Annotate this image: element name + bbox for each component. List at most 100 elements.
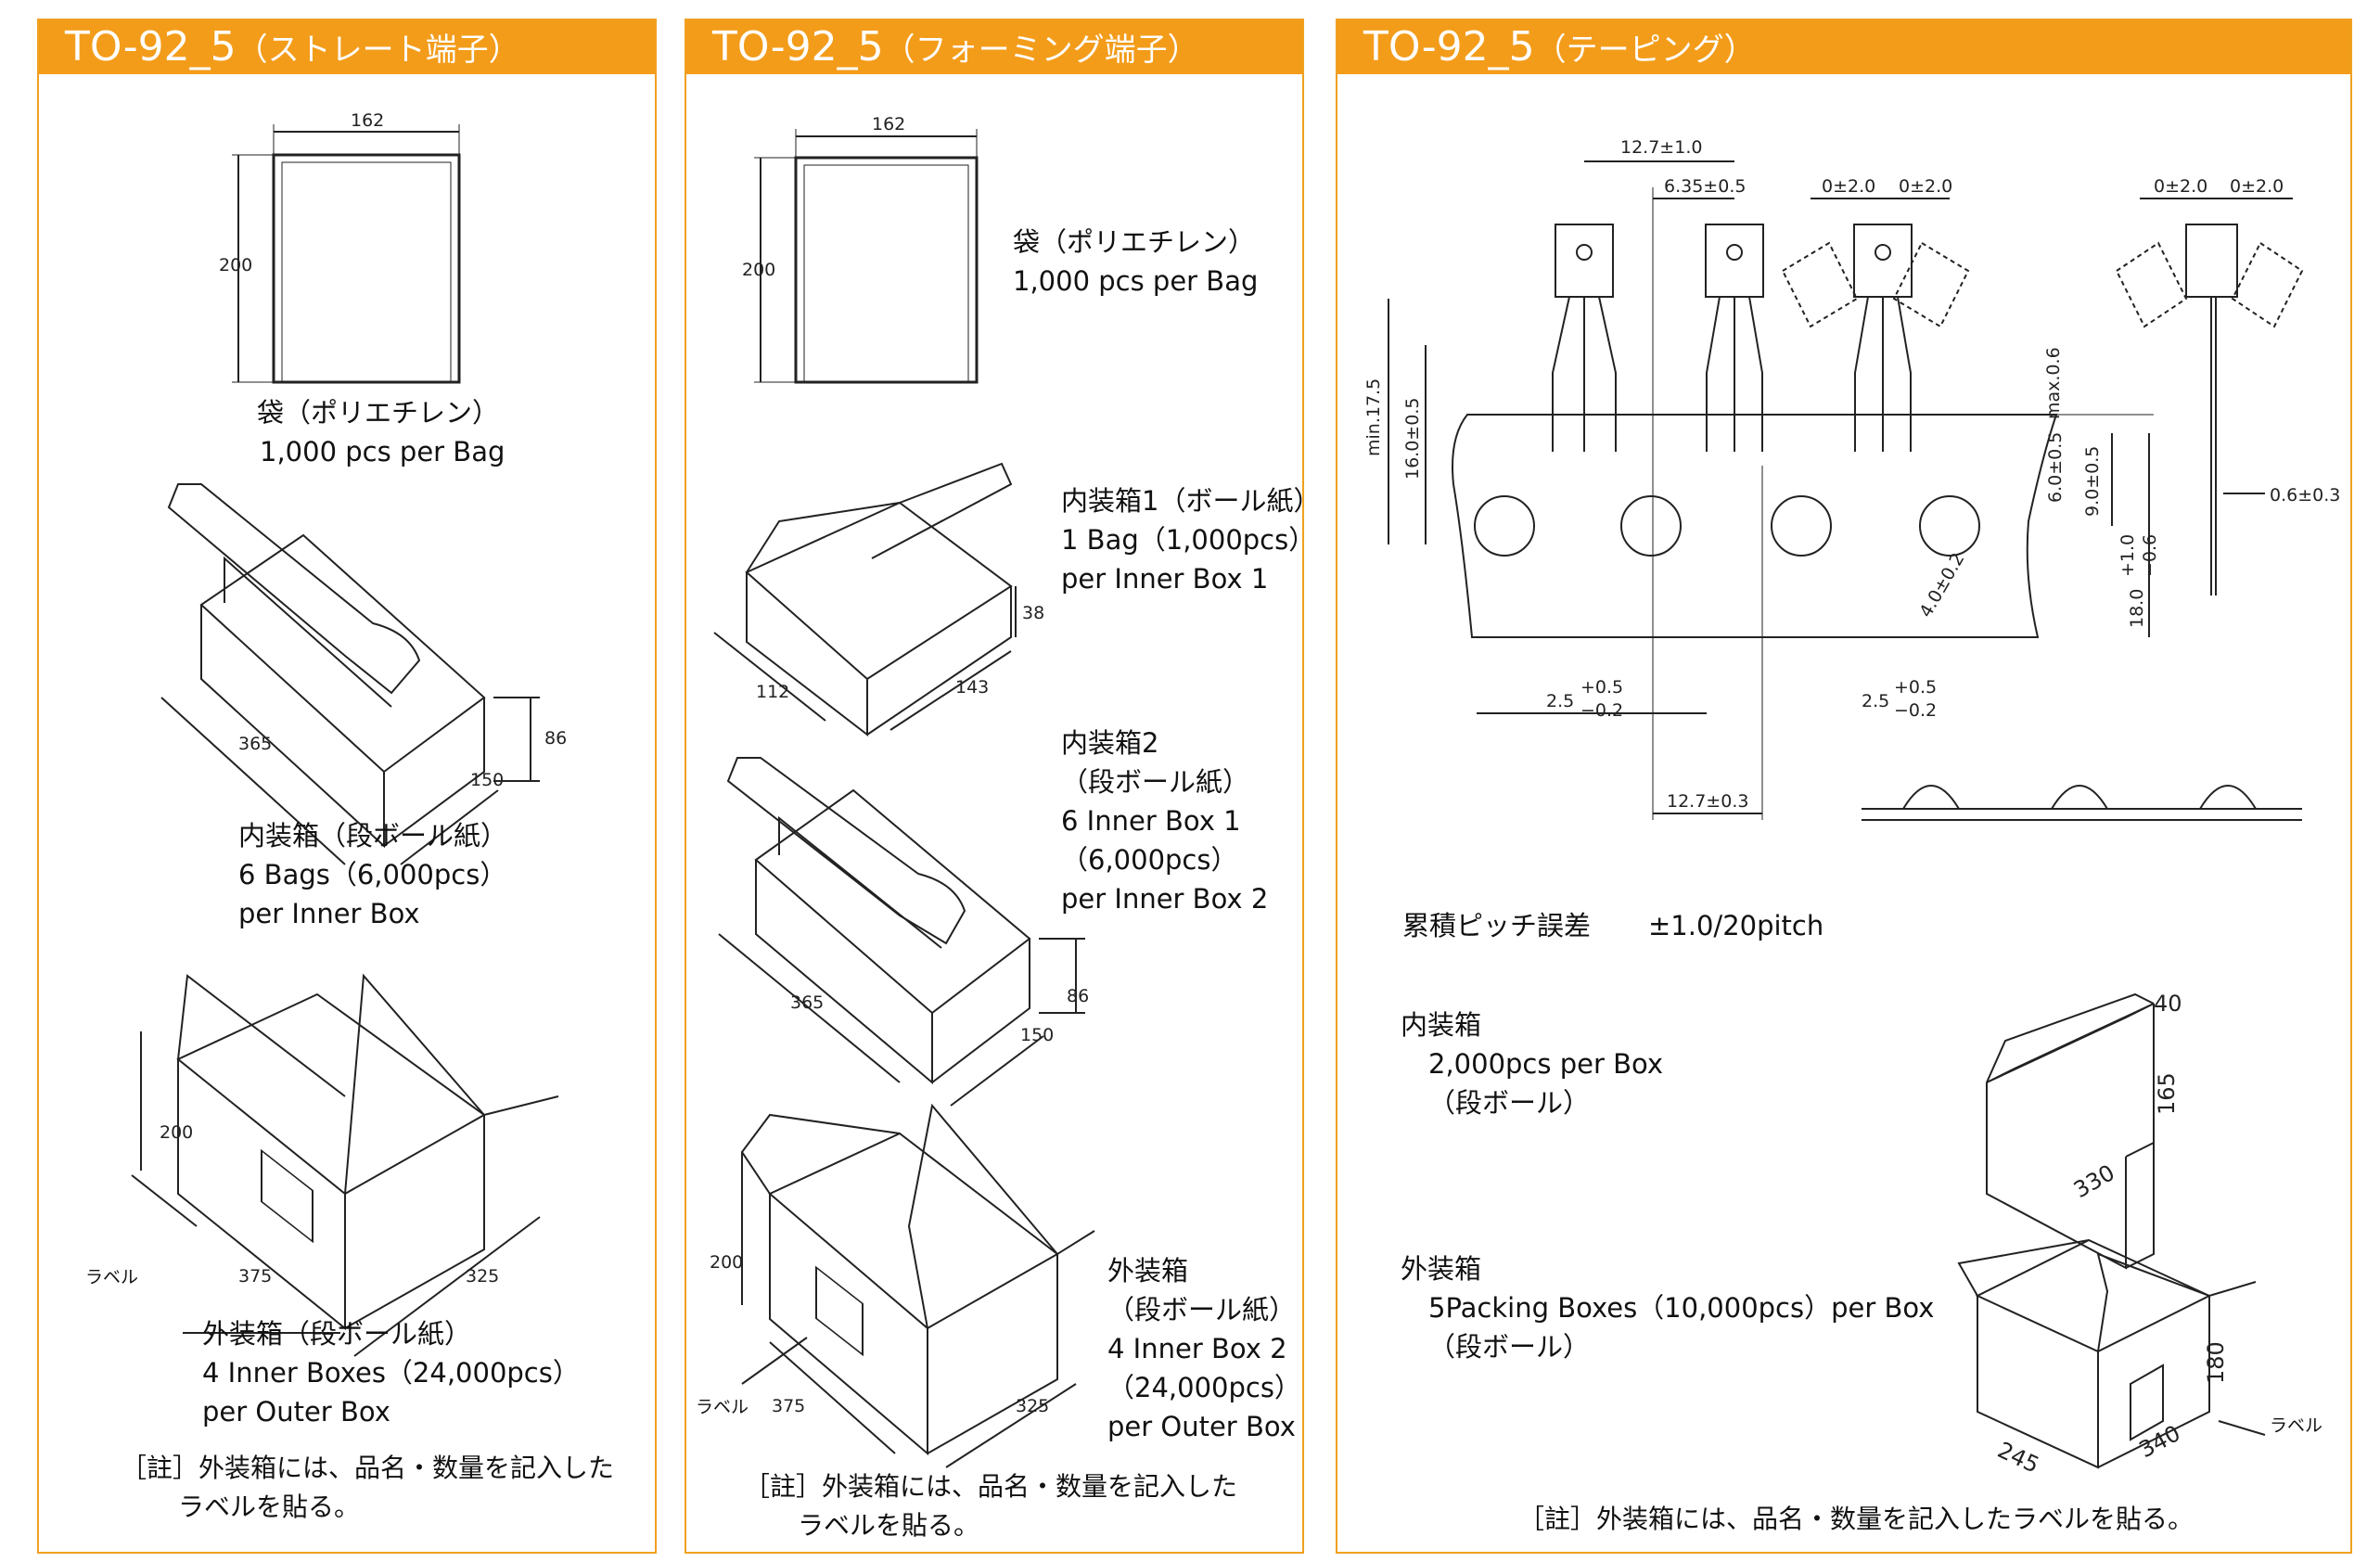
inner-box-drawing: 365 86 150 — [160, 483, 567, 865]
panel-title-sub: （ストレート端子） — [236, 32, 520, 69]
bag-caption-1: 袋（ポリエチレン） — [257, 397, 500, 429]
outer-box-caption-1: 外装箱（段ボール紙） — [202, 1318, 472, 1350]
h6-label: 6.0±0.5 — [2045, 432, 2066, 503]
inner-box-2-caption-3: 6 Inner Box 1 — [1061, 805, 1241, 837]
inner-box-height-label: 86 — [544, 728, 567, 749]
lead-a-tol-plus: +0.5 — [1580, 677, 1623, 698]
inner-box-2-drawing: 365 86 150 — [718, 757, 1089, 1107]
outer-box-caption-3: 4 Inner Box 2 — [1107, 1333, 1287, 1364]
bag-caption-2: 1,000 pcs per Bag — [1013, 265, 1259, 297]
tilt-4-label: 0±2.0 — [2230, 176, 2284, 197]
note-line-2: ラベルを貼る。 — [178, 1492, 361, 1522]
inner-box-length-label: 365 — [238, 734, 272, 754]
inner-box-1-b-label: 143 — [955, 677, 989, 698]
lead-a-tol-minus: −0.2 — [1580, 700, 1623, 721]
bag-height-label: 200 — [219, 255, 252, 275]
inner-box-2-caption-2: （段ボール紙） — [1061, 766, 1250, 798]
inner-box-2-width-label: 150 — [1020, 1025, 1054, 1045]
tape-drawing: 12.7±1.0 6.35±0.5 0±2.0 0±2.0 0±2.0 0±2.… — [1363, 137, 2340, 821]
w18-label: 18.0 — [2127, 589, 2147, 628]
pitch-label: 12.7±1.0 — [1620, 137, 1702, 158]
panel-title: TO-92_5（ストレート端子） — [39, 20, 655, 74]
tilt-2-label: 0±2.0 — [1899, 176, 1952, 197]
lead-b-tol-plus: +0.5 — [1894, 677, 1937, 698]
panel-title: TO-92_5（テーピング） — [1337, 20, 2350, 74]
inner-box-2-caption-4: （6,000pcs） — [1061, 844, 1238, 876]
inner-box-caption-2: 2,000pcs per Box — [1428, 1048, 1663, 1080]
inner-box-thickness-label: 40 — [2154, 991, 2182, 1017]
note-line-2: ラベルを貼る。 — [798, 1510, 980, 1541]
outer-box-length-label: 375 — [772, 1396, 805, 1416]
label-callout: ラベル — [85, 1267, 139, 1287]
outer-box-drawing: 180 340 245 — [1957, 1238, 2266, 1479]
inner-box-caption-3: （段ボール） — [1428, 1087, 1591, 1119]
h16-label: 16.0±0.5 — [1402, 398, 1423, 480]
inner-box-caption-1: 内装箱（段ボール紙） — [238, 820, 508, 851]
panel-title-main: TO-92_5 — [1363, 23, 1535, 70]
outer-box-caption-3: （段ボール） — [1428, 1331, 1591, 1363]
lead-a-label: 2.5 — [1546, 691, 1574, 711]
max06-label: max.0.6 — [2043, 347, 2064, 419]
bag-drawing: 162 200 — [742, 114, 979, 384]
inner-box-drawing: 40 165 330 — [1986, 991, 2182, 1270]
panel-title-main: TO-92_5 — [65, 23, 237, 70]
inner-box-caption-2: 6 Bags（6,000pcs） — [238, 859, 507, 890]
outer-box-caption-2: （段ボール紙） — [1107, 1294, 1297, 1325]
inner-box-length-label: 330 — [2069, 1159, 2119, 1203]
outer-box-drawing: 200 375 325 — [131, 973, 559, 1357]
inner-box-caption-3: per Inner Box — [238, 898, 420, 929]
inner-box-2-height-label: 86 — [1067, 986, 1089, 1006]
bag-width-label: 162 — [351, 110, 384, 131]
note-line-1: ［註］外装箱には、品名・数量を記入した — [744, 1471, 1238, 1502]
bag-width-label: 162 — [872, 114, 905, 134]
outer-box-height-label: 180 — [2203, 1341, 2229, 1384]
inner-box-width-label: 150 — [470, 770, 504, 790]
thickness-label: 0.6±0.3 — [2270, 485, 2340, 506]
cumulative-label: 累積ピッチ誤差 — [1402, 910, 1592, 941]
tilt-1-label: 0±2.0 — [1822, 176, 1875, 197]
bag-caption-1: 袋（ポリエチレン） — [1013, 226, 1256, 258]
inner-box-1-caption-2: 1 Bag（1,000pcs） — [1061, 524, 1316, 556]
outer-box-length-label: 375 — [238, 1266, 272, 1287]
label-callout: ラベル — [2270, 1415, 2323, 1436]
inner-box-height-label: 165 — [2154, 1072, 2180, 1115]
outer-box-caption-2: 5Packing Boxes（10,000pcs）per Box — [1428, 1292, 1935, 1324]
outer-box-caption-4: （24,000pcs） — [1107, 1372, 1301, 1403]
outer-box-caption-5: per Outer Box — [1107, 1411, 1296, 1442]
outer-box-width-label: 325 — [1016, 1396, 1049, 1416]
note-line-1: ［註］外装箱には、品名・数量を記入した — [121, 1453, 615, 1483]
panel-formed-leads: TO-92_5（フォーミング端子） 162 200 袋（ポリエチレン） 1,00… — [685, 19, 1320, 1554]
inner-box-2-length-label: 365 — [790, 992, 824, 1013]
w18-tol-plus: +1.0 — [2118, 534, 2138, 577]
bag-height-label: 200 — [742, 260, 775, 280]
bag-drawing: 162 200 — [219, 110, 461, 384]
inner-box-1-caption-1: 内装箱1（ボール紙） — [1061, 485, 1321, 517]
outer-box-caption-1: 外装箱 — [1107, 1255, 1189, 1287]
h9-label: 9.0±0.5 — [2082, 446, 2103, 517]
panel-straight-leads: TO-92_5（ストレート端子） 162 200 袋（ポリエチレン） 1,000… — [37, 19, 657, 1554]
outer-box-width-label: 245 — [1993, 1437, 2042, 1479]
outer-box-length-label: 340 — [2135, 1420, 2185, 1463]
inner-box-1-drawing: 112 143 38 — [713, 462, 1044, 737]
hole-label: 4.0±0.2 — [1915, 549, 1968, 621]
outer-box-width-label: 325 — [466, 1266, 499, 1287]
panel-title-sub: （フォーミング端子） — [883, 32, 1199, 69]
outer-box-height-label: 200 — [160, 1122, 193, 1143]
panel-title: TO-92_5（フォーミング端子） — [686, 20, 1302, 74]
lead-b-tol-minus: −0.2 — [1894, 700, 1937, 721]
inner-box-2-caption-1: 内装箱2 — [1061, 727, 1159, 759]
inner-box-2-caption-5: per Inner Box 2 — [1061, 883, 1269, 915]
outer-box-height-label: 200 — [710, 1252, 743, 1273]
panel-taping: TO-92_5（テーピング） — [1336, 19, 2352, 1554]
outer-box-caption-2: 4 Inner Boxes（24,000pcs） — [202, 1357, 580, 1389]
panel-title-sub: （テーピング） — [1534, 32, 1756, 69]
note-line: ［註］外装箱には、品名・数量を記入したラベルを貼る。 — [1518, 1504, 2194, 1534]
outer-box-drawing: 200 375 325 — [710, 1103, 1095, 1468]
panel-title-main: TO-92_5 — [712, 23, 884, 70]
bag-caption-2: 1,000 pcs per Bag — [260, 436, 505, 467]
pitch2-label: 12.7±0.3 — [1667, 791, 1748, 812]
min-length-label: min.17.5 — [1363, 378, 1384, 456]
outer-box-caption-1: 外装箱 — [1401, 1253, 1482, 1285]
inner-box-1-caption-3: per Inner Box 1 — [1061, 563, 1269, 595]
inner-box-1-a-label: 112 — [756, 682, 789, 702]
